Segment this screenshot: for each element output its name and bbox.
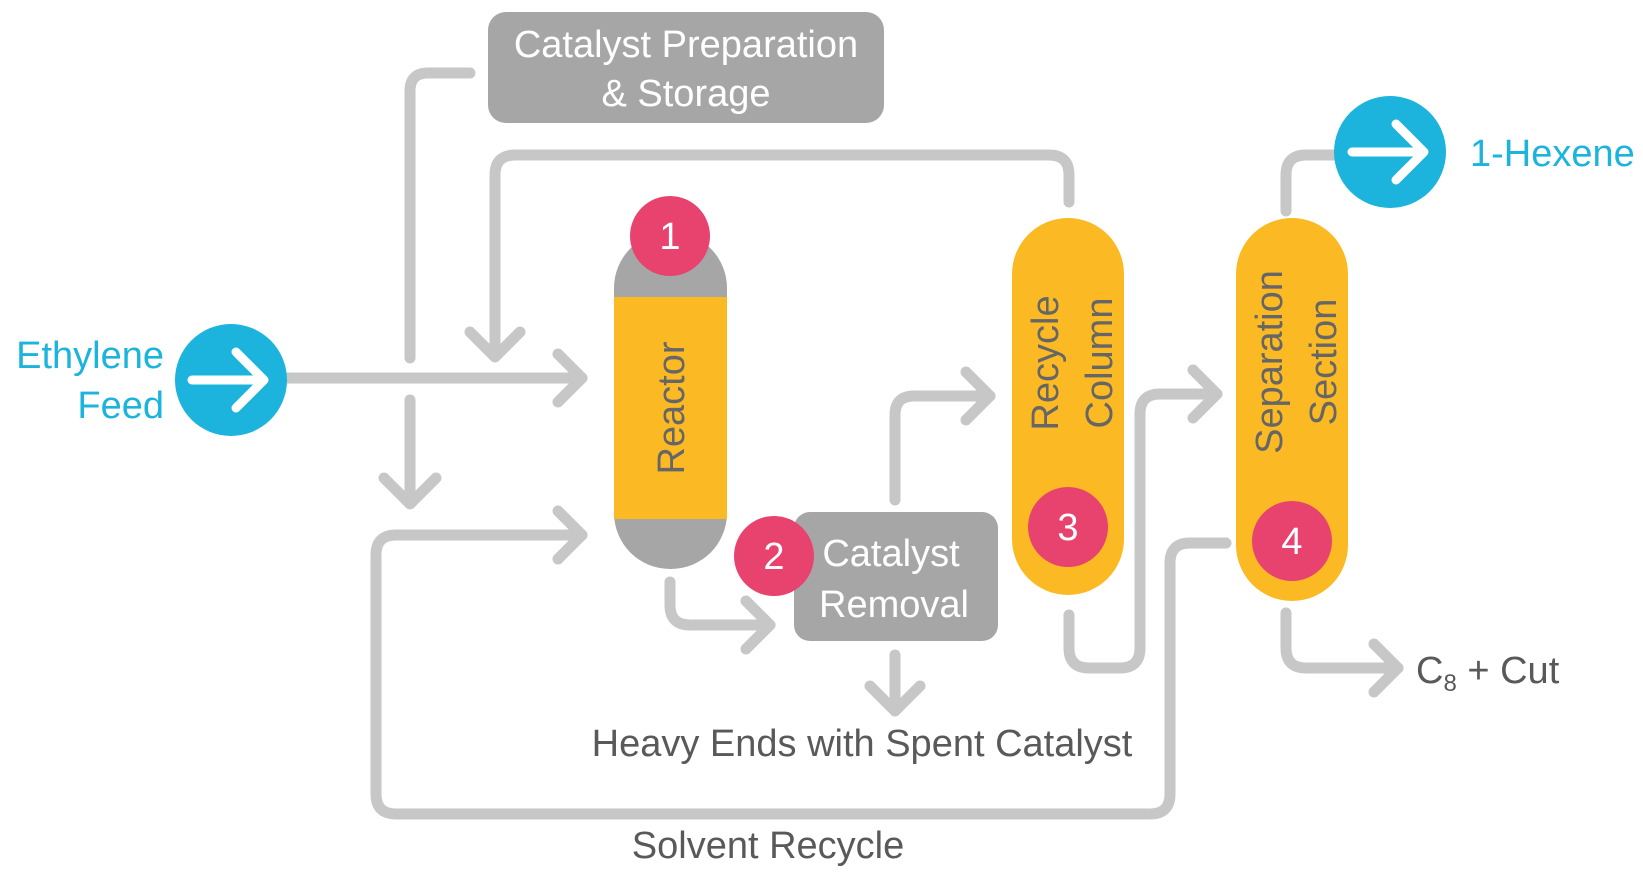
removal-to-column-arrowhead <box>960 366 996 426</box>
recycle-overhead-line <box>489 149 1075 361</box>
step-badge-2-label: 2 <box>763 536 784 578</box>
feed-to-reactor-arrowhead <box>552 348 588 408</box>
catalyst-supply-line <box>404 67 476 364</box>
ethylene-feed-label-line1: Ethylene <box>16 335 164 377</box>
heavy-ends-label: Heavy Ends with Spent Catalyst <box>592 723 1133 765</box>
catalyst-removal-label-line2: Removal <box>819 584 969 626</box>
separation-section-label-line1: Separation <box>1249 270 1291 454</box>
separation-to-c8-line <box>1280 607 1404 674</box>
step-badge-2: 2 <box>734 516 814 596</box>
step-badge-4-label: 4 <box>1281 521 1302 563</box>
ethylene-feed-input: Ethylene Feed <box>16 324 287 436</box>
separation-section-label-line2: Section <box>1303 299 1345 426</box>
step-badge-3: 3 <box>1028 487 1108 567</box>
removal-to-column-line <box>889 390 996 506</box>
step-badge-1-label: 1 <box>659 216 680 258</box>
reactor-to-removal-arrowhead <box>740 595 776 655</box>
separation-to-c8-arrowhead <box>1368 638 1404 698</box>
recycle-column-label-line2: Column <box>1079 298 1121 429</box>
reactor-label: Reactor <box>651 341 693 474</box>
removal-to-heavy-ends-arrowhead <box>864 680 926 717</box>
column-to-separation-line <box>1063 388 1223 674</box>
catalyst-removal-label-line1: Catalyst <box>822 533 960 575</box>
hexene-label: 1-Hexene <box>1470 133 1635 175</box>
arrow-right-icon <box>1347 119 1429 185</box>
separation-to-hexene-line <box>1280 149 1351 217</box>
c8-cut-label: C8 + Cut <box>1416 650 1560 697</box>
recycle-overhead-arrowhead <box>464 326 526 363</box>
arrow-right-icon <box>187 347 269 413</box>
column-to-separation-arrowhead <box>1187 364 1223 424</box>
catalyst-prep-box: Catalyst Preparation & Storage <box>488 12 884 123</box>
catalyst-supply-arrowhead <box>378 472 442 510</box>
separation-section-vessel: Separation Section <box>1236 218 1348 601</box>
solvent-recycle-line <box>370 529 1232 820</box>
solvent-recycle-arrowhead <box>552 505 588 565</box>
connector-lines <box>272 67 1404 820</box>
catalyst-prep-label-line1: Catalyst Preparation <box>514 24 858 66</box>
step-badge-3-label: 3 <box>1057 507 1078 549</box>
recycle-column-label-line1: Recycle <box>1025 295 1067 430</box>
c8-cut-subscript: 8 <box>1443 670 1456 697</box>
reactor-to-removal-line <box>664 576 776 631</box>
step-badge-4: 4 <box>1252 501 1332 581</box>
catalyst-removal-box: Catalyst Removal <box>794 512 998 641</box>
step-badge-1: 1 <box>630 196 710 276</box>
hexene-output: 1-Hexene <box>1334 96 1635 208</box>
reactor-vessel: Reactor <box>614 232 727 569</box>
solvent-recycle-label: Solvent Recycle <box>632 825 904 867</box>
ethylene-feed-label-line2: Feed <box>77 385 164 427</box>
catalyst-prep-label-line2: & Storage <box>602 73 771 115</box>
